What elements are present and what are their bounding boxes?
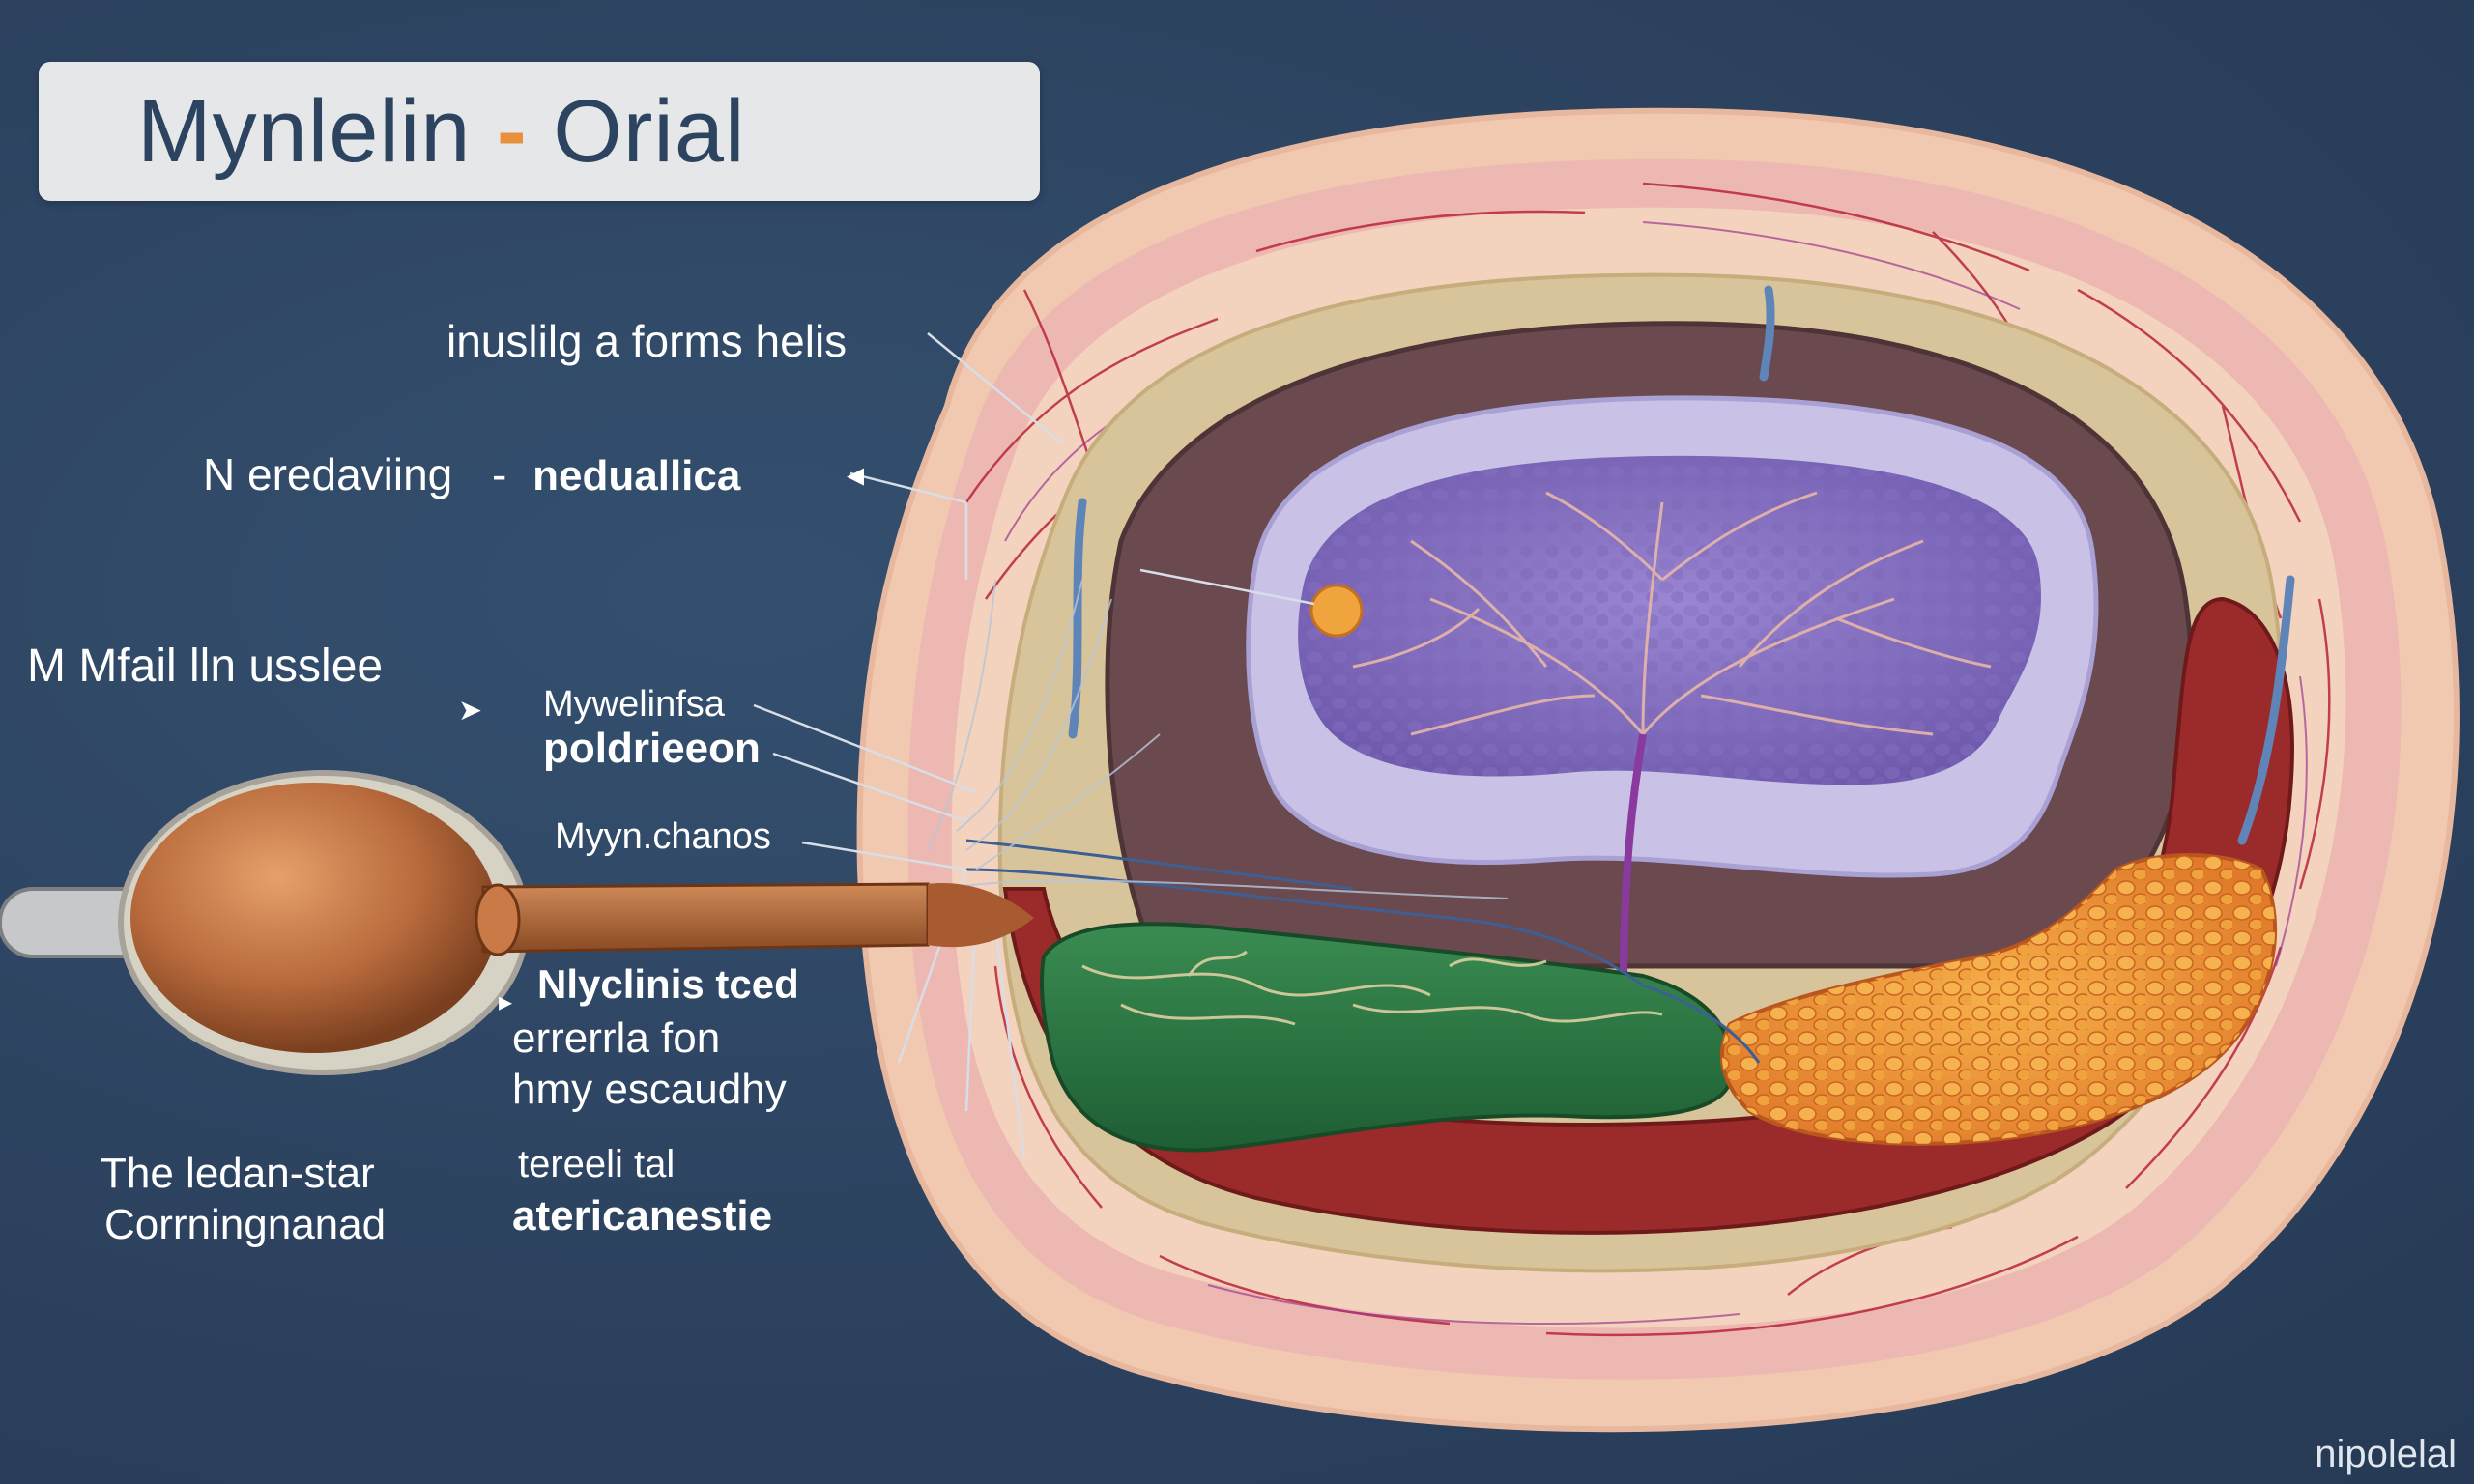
title-main: Mynlelin bbox=[137, 82, 472, 181]
red-muscle-layer bbox=[1002, 596, 2294, 1235]
title-panel bbox=[39, 62, 1040, 201]
label-myyn-chanos: Myyn.chanos bbox=[555, 816, 771, 857]
watermark-text: nipolelal bbox=[2315, 1433, 2457, 1475]
dark-blue-vessels bbox=[965, 839, 1761, 1064]
label-nlyclinis-tced: Nlyclinis tced bbox=[537, 961, 799, 1007]
label-mywelinfsa: Mywelinfsa bbox=[543, 684, 725, 725]
purple-core bbox=[1298, 455, 2041, 785]
arrow-nlyclinis-icon: ▸ bbox=[499, 986, 513, 1016]
nerve-fiber-lines bbox=[927, 579, 1509, 899]
label-corrningnanad: Corrningnanad bbox=[104, 1201, 387, 1248]
label-neredaviing: N eredaviing - neduallica bbox=[203, 449, 740, 501]
label-neredaviing-text: N eredaviing bbox=[203, 449, 453, 499]
fat-tissue bbox=[1719, 853, 2278, 1146]
diagram-title: Mynlelin - Orial bbox=[137, 81, 745, 183]
label-poldrieeon: poldrieeon bbox=[543, 725, 761, 772]
green-tissue bbox=[1040, 922, 1734, 1153]
arrow-neduallica-icon: ◂ bbox=[847, 454, 865, 494]
label-hmy-escaudhy: hmy escaudhy bbox=[512, 1066, 787, 1113]
label-insulating-helix: inuslilg a forms helis bbox=[446, 316, 848, 366]
label-mfail-usslee: M Mfail lln usslee bbox=[27, 641, 384, 692]
label-errerrla-fon: errerrla fon bbox=[512, 1014, 721, 1062]
title-dash: - bbox=[497, 82, 528, 181]
label-ledan-star: The ledan-star bbox=[101, 1150, 375, 1197]
label-neduallica: neduallica bbox=[532, 452, 741, 499]
green-tissue-fibers bbox=[1081, 950, 1663, 1026]
title-sub: Orial bbox=[553, 82, 746, 181]
label-neredaviing-dash: - bbox=[492, 449, 507, 499]
blue-vessels bbox=[1068, 285, 2295, 845]
label-tereeli-tal: tereeli tal bbox=[518, 1143, 676, 1185]
neuron-axon bbox=[0, 770, 1034, 1075]
central-vessel bbox=[1620, 733, 1647, 986]
label-atericanestie: atericanestie bbox=[512, 1192, 773, 1240]
outer-blood-vessels bbox=[964, 182, 2331, 1337]
arrow-myelin-pointer-icon: ➤ bbox=[458, 695, 483, 727]
orange-node bbox=[1309, 584, 1364, 638]
